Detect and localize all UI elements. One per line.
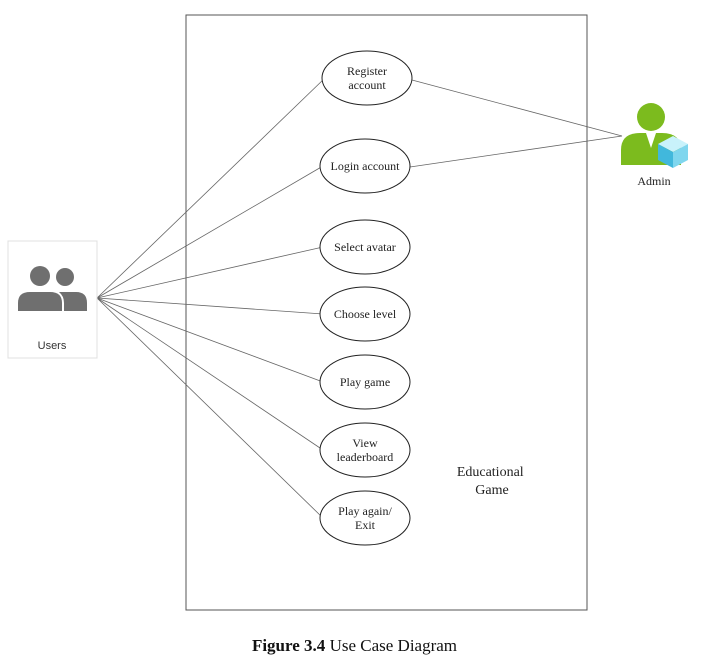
use-case-label: Play again/Exit [338, 504, 392, 532]
users-association-view-leaderboard [96, 297, 324, 451]
system-name: Educational Game [457, 465, 527, 498]
users-label: Users [38, 340, 67, 352]
use-case-label: Select avatar [334, 240, 396, 254]
admin-association-register [411, 79, 623, 137]
use-case-label: Login account [331, 159, 401, 173]
use-case-ellipse [319, 219, 411, 275]
use-case-ellipse [319, 490, 411, 546]
use-case-choose-level: Choose level [319, 286, 411, 342]
users-association-choose-level [96, 297, 324, 315]
use-case-login: Login account [319, 138, 411, 194]
use-case-select-avatar: Select avatar [319, 219, 411, 275]
use-case-label: Choose level [334, 307, 397, 321]
caption-text: Use Case Diagram [329, 636, 458, 655]
use-case-ellipse [319, 354, 411, 410]
users-association-login [96, 165, 324, 299]
caption-label: Figure 3.4 [251, 636, 326, 655]
use-case-ellipse [319, 286, 411, 342]
use-case-label: Play game [340, 375, 390, 389]
use-case-play-again-exit: Play again/Exit [319, 490, 411, 546]
users-actor[interactable]: Users [7, 240, 98, 359]
users-association-play-game [96, 297, 324, 383]
system-boundary [185, 14, 588, 611]
users-association-play-again-exit [96, 297, 324, 519]
admin-actor[interactable]: Admin [621, 103, 688, 188]
admin-label: Admin [637, 174, 670, 188]
figure-caption: Figure 3.4 Use Case Diagram [0, 636, 709, 656]
association-lines [96, 77, 623, 519]
users-group-icon [18, 266, 87, 311]
use-case-play-game: Play game [319, 354, 411, 410]
use-case-ellipse [321, 50, 413, 106]
admin-association-login [409, 135, 623, 168]
use-case-ellipse [319, 422, 411, 478]
admin-cube-icon [658, 136, 688, 168]
users-association-register [96, 77, 326, 299]
use-case-ellipse [319, 138, 411, 194]
users-association-select-avatar [96, 246, 324, 299]
